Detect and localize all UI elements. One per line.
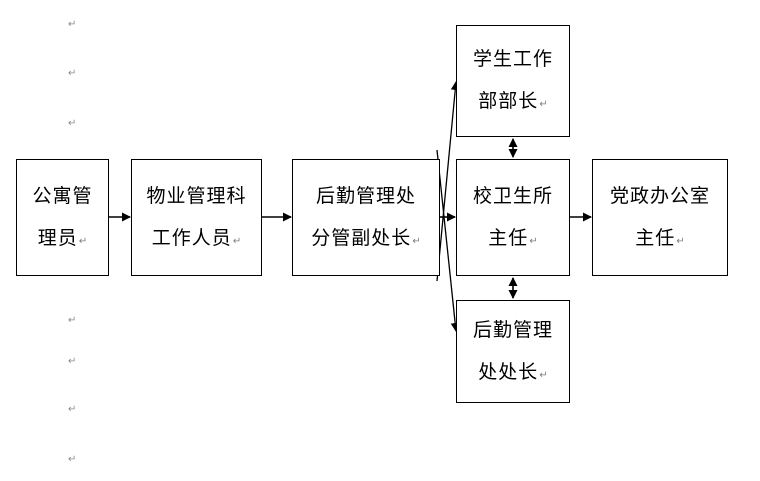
node-line: 校卫生所 [472, 184, 553, 207]
node-student-affairs-director[interactable]: 学生工作 部部长↵ [456, 25, 570, 137]
node-logistics-director[interactable]: 后勤管理 处处长↵ [456, 300, 570, 403]
line-break-mark-icon: ↵ [68, 19, 77, 30]
line-break-mark-icon: ↵ [68, 118, 77, 129]
soft-return-icon: ↵ [676, 235, 685, 247]
node-line: 分管副处长↵ [311, 226, 421, 249]
node-campus-clinic-director[interactable]: 校卫生所 主任↵ [456, 159, 570, 276]
node-apartment-manager[interactable]: 公寓管 理员↵ [16, 159, 109, 276]
line-break-mark-icon: ↵ [68, 315, 77, 326]
line-break-mark-icon: ↵ [68, 404, 77, 415]
soft-return-icon: ↵ [539, 99, 548, 110]
line-break-mark-icon: ↵ [68, 454, 77, 465]
node-line: 部部长↵ [478, 90, 548, 112]
node-line: 物业管理科 [146, 184, 247, 207]
node-line: 主任↵ [635, 226, 685, 249]
node-line: 主任↵ [488, 226, 538, 249]
node-line: 党政办公室 [609, 184, 710, 207]
node-line: 公寓管 [32, 184, 93, 207]
soft-return-icon: ↵ [78, 235, 88, 247]
node-logistics-deputy-director[interactable]: 后勤管理处 分管副处长↵ [292, 159, 440, 276]
node-property-management-staff[interactable]: 物业管理科 工作人员↵ [131, 159, 262, 276]
soft-return-icon: ↵ [232, 235, 242, 247]
node-line: 后勤管理处 [315, 184, 416, 207]
soft-return-icon: ↵ [412, 235, 421, 247]
soft-return-icon: ↵ [539, 369, 548, 381]
line-break-mark-icon: ↵ [68, 356, 77, 367]
node-line: 处处长↵ [478, 360, 548, 383]
line-break-mark-icon: ↵ [68, 68, 77, 79]
node-line: 学生工作 [472, 48, 553, 71]
soft-return-icon: ↵ [529, 235, 538, 247]
node-line: 后勤管理 [472, 318, 553, 341]
node-line: 工作人员↵ [151, 226, 242, 249]
node-party-admin-office-director[interactable]: 党政办公室 主任↵ [592, 159, 728, 276]
node-line: 理员↵ [37, 226, 88, 249]
